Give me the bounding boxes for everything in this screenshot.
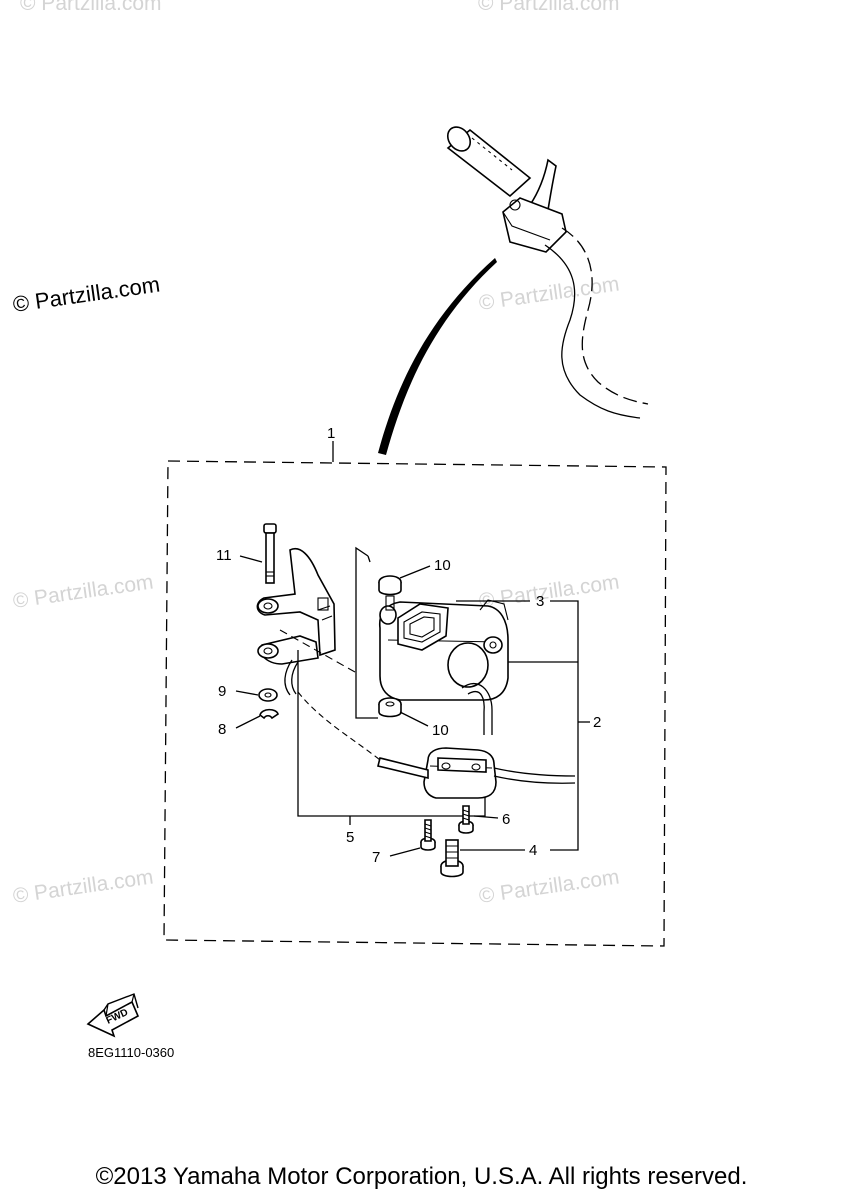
callout-10-top: 10 bbox=[434, 557, 451, 574]
callout-3: 3 bbox=[536, 593, 544, 610]
watermark-top-right: © Partzilla.com bbox=[478, 0, 620, 15]
part-9-washer bbox=[258, 688, 278, 702]
callout-8: 8 bbox=[218, 721, 226, 738]
stop-switch-body bbox=[378, 599, 509, 735]
handlebar-illustration bbox=[446, 126, 649, 419]
part-10-grommet-bottom bbox=[378, 697, 402, 718]
part-11-bolt bbox=[263, 523, 277, 584]
watermark-right-low: © Partzilla.com bbox=[477, 865, 620, 907]
callout-9: 9 bbox=[218, 683, 226, 700]
callout-1: 1 bbox=[327, 425, 335, 442]
callout-10-bottom: 10 bbox=[432, 722, 449, 739]
part-4-bolt bbox=[440, 839, 464, 878]
watermark-left-mid: © Partzilla.com bbox=[11, 570, 154, 612]
callout-6: 6 bbox=[502, 811, 510, 828]
assembly-box bbox=[163, 460, 667, 947]
part-6-screw bbox=[458, 805, 474, 834]
watermark-right-mid: © Partzilla.com bbox=[477, 570, 620, 612]
part-7-screw bbox=[420, 819, 436, 851]
watermark-left-low: © Partzilla.com bbox=[11, 865, 154, 907]
part-8-clip bbox=[259, 708, 279, 720]
part-10-grommet-top bbox=[378, 575, 402, 611]
callout-5: 5 bbox=[346, 829, 354, 846]
watermark-top-left: © Partzilla.com bbox=[20, 0, 162, 15]
throttle-cable bbox=[378, 258, 497, 455]
callout-11: 11 bbox=[216, 547, 232, 564]
fwd-arrow-icon: FWD bbox=[86, 993, 140, 1038]
callout-2: 2 bbox=[593, 714, 601, 731]
watermark-mid-right: © Partzilla.com bbox=[477, 272, 620, 314]
copyright-notice: ©2013 Yamaha Motor Corporation, U.S.A. A… bbox=[95, 1163, 748, 1190]
watermark-dark: © Partzilla.com bbox=[11, 272, 161, 317]
callout-7: 7 bbox=[372, 849, 380, 866]
part-5-lower-housing bbox=[377, 747, 576, 799]
callout-4: 4 bbox=[529, 842, 537, 859]
diagram-code: 8EG1110-0360 bbox=[88, 1045, 174, 1060]
